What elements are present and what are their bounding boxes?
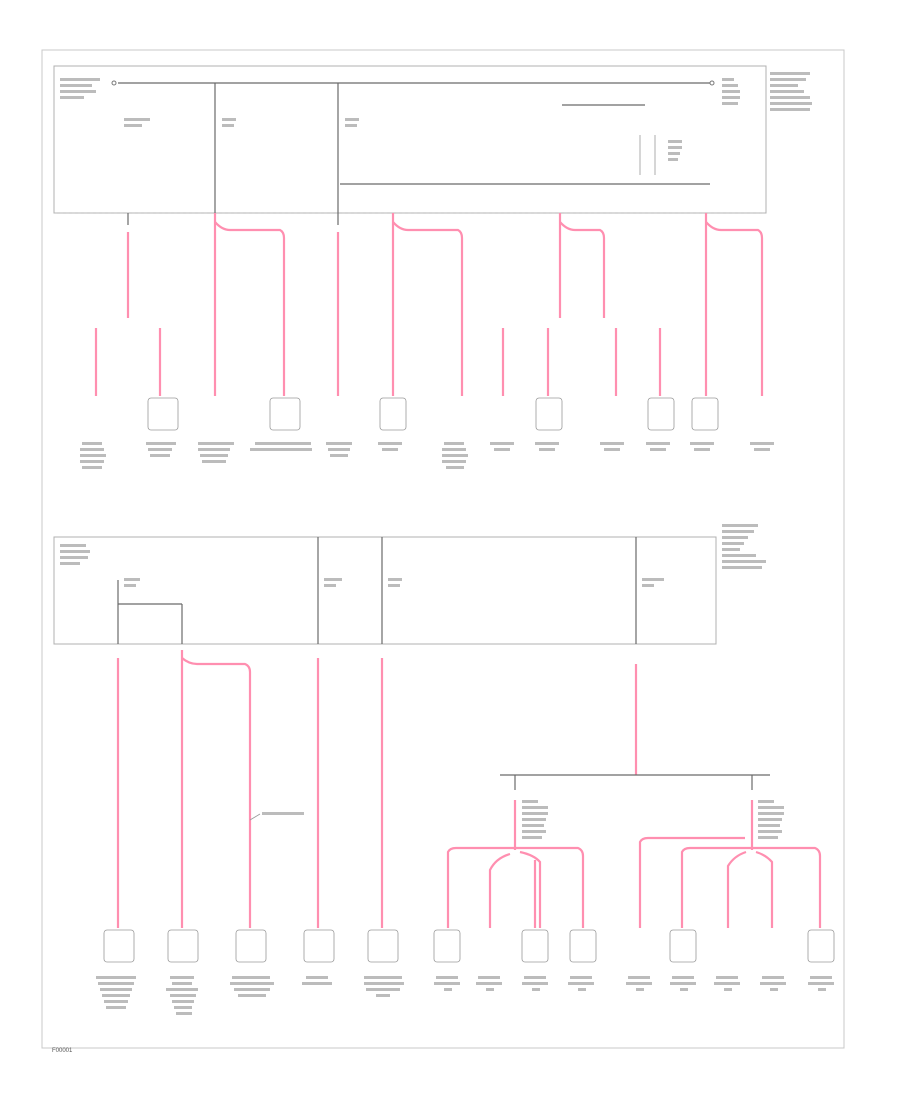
lower-fuse-block <box>53 524 766 645</box>
lower-component-labels <box>96 976 834 1015</box>
upper-labels <box>60 72 812 161</box>
outer-border <box>41 49 845 1049</box>
page-code: F00001 <box>52 1048 73 1054</box>
upper-fuse-block <box>53 65 812 214</box>
upper-branches <box>94 213 764 396</box>
upper-connectors <box>147 397 719 431</box>
upper-component-labels <box>80 442 774 469</box>
lower-connectors <box>103 929 835 963</box>
lower-branches <box>116 650 822 928</box>
